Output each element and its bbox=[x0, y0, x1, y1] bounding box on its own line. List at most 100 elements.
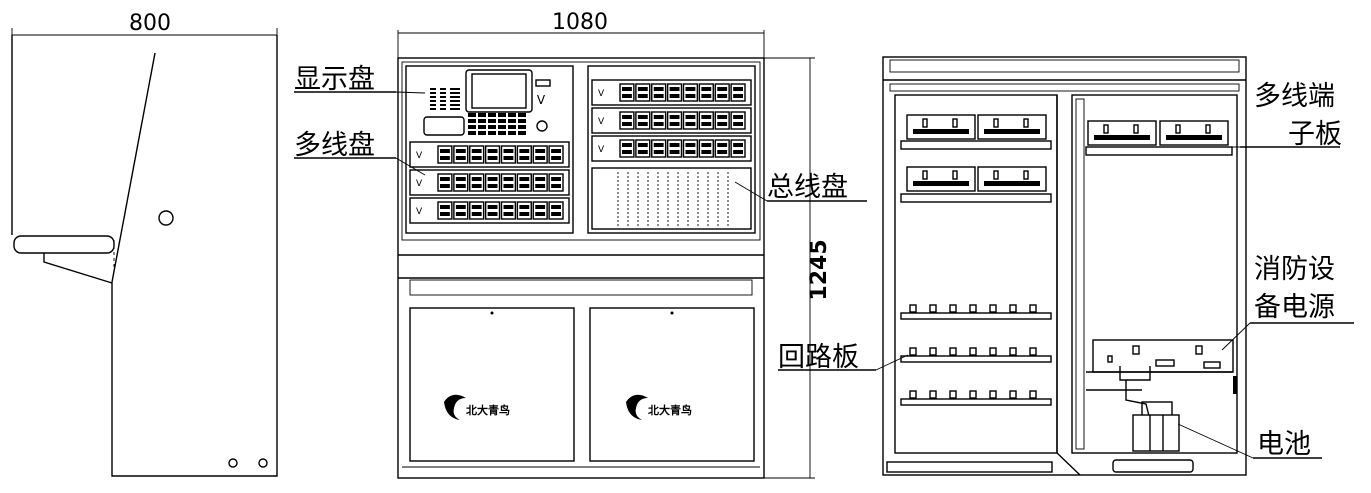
connector bbox=[922, 170, 928, 180]
module-led bbox=[685, 94, 696, 98]
side-bracket bbox=[43, 253, 113, 284]
terminal-board bbox=[977, 114, 1047, 140]
keypad bbox=[468, 113, 526, 135]
loop-board-clip bbox=[909, 347, 917, 356]
connector bbox=[1133, 124, 1139, 134]
loop-board-clip bbox=[989, 390, 997, 399]
module-key bbox=[619, 139, 635, 158]
module-led bbox=[551, 205, 561, 209]
shelf bbox=[900, 193, 1052, 203]
module-key bbox=[698, 83, 714, 102]
module-led bbox=[685, 143, 696, 147]
module-led bbox=[717, 150, 728, 154]
connector bbox=[952, 118, 958, 128]
module-key bbox=[532, 145, 548, 164]
row-label: V bbox=[416, 179, 423, 189]
module-key bbox=[437, 145, 453, 164]
module-led bbox=[519, 149, 530, 153]
loop-board-clip bbox=[929, 304, 937, 313]
shelf bbox=[900, 355, 1052, 363]
module-key bbox=[469, 201, 485, 220]
lcd-frame bbox=[465, 69, 533, 113]
module-led bbox=[637, 122, 648, 126]
row-label: V bbox=[416, 151, 423, 161]
module-led bbox=[519, 205, 530, 209]
shelf bbox=[900, 140, 1052, 150]
module-led bbox=[653, 150, 664, 154]
module-led bbox=[487, 149, 498, 153]
module-key bbox=[437, 173, 453, 192]
module-led bbox=[455, 177, 466, 181]
module-led bbox=[440, 177, 450, 181]
terminal-strip bbox=[984, 129, 1040, 134]
loop-board-clip bbox=[949, 304, 957, 313]
indicator-led bbox=[430, 96, 436, 98]
side-hole bbox=[158, 210, 174, 226]
terminal-board bbox=[906, 166, 976, 192]
keypad-key bbox=[498, 125, 506, 129]
module-key bbox=[651, 111, 667, 130]
module-led bbox=[503, 149, 514, 153]
label-display-panel: 显示盘 bbox=[294, 64, 375, 95]
check-icon: V bbox=[537, 93, 546, 107]
indicator-led bbox=[430, 92, 436, 94]
module-key bbox=[516, 145, 532, 164]
indicator-led bbox=[440, 100, 446, 102]
module-led bbox=[733, 143, 743, 147]
module-led bbox=[503, 205, 514, 209]
module-led bbox=[701, 87, 712, 91]
module-led bbox=[471, 156, 482, 160]
module-key bbox=[651, 83, 667, 102]
speaker-icon bbox=[536, 120, 548, 132]
fire-power-supply bbox=[1092, 339, 1234, 373]
module-key bbox=[635, 111, 651, 130]
module-key bbox=[682, 139, 699, 158]
module-led bbox=[471, 205, 482, 209]
terminal-board bbox=[906, 114, 976, 140]
keypad-key bbox=[488, 113, 496, 117]
brand-logo-right: 北大青鸟 bbox=[626, 394, 692, 420]
module-key bbox=[682, 83, 699, 102]
keypad-key bbox=[468, 113, 476, 117]
indicator-led bbox=[440, 88, 446, 90]
loop-board-clip bbox=[1029, 304, 1037, 313]
module-led bbox=[733, 122, 743, 126]
loop-board-clip bbox=[969, 390, 977, 399]
keypad-key bbox=[488, 131, 496, 135]
terminal-strip bbox=[1166, 135, 1222, 140]
module-led bbox=[717, 143, 728, 147]
module-led bbox=[653, 94, 664, 98]
terminal-board bbox=[977, 166, 1047, 192]
module-led bbox=[535, 205, 546, 209]
keypad-key bbox=[518, 131, 526, 135]
row-label: V bbox=[416, 207, 423, 217]
right-instrument-panel bbox=[587, 65, 756, 234]
module-led bbox=[733, 115, 743, 119]
module-led bbox=[669, 94, 680, 98]
loop-board-clip bbox=[1029, 347, 1037, 356]
module-key bbox=[484, 173, 501, 192]
keypad-key bbox=[518, 125, 526, 129]
keypad-key bbox=[468, 119, 476, 123]
label-terminal-board-line1: 多线端 bbox=[1254, 81, 1335, 112]
module-led bbox=[455, 149, 466, 153]
label-battery: 电池 bbox=[1257, 429, 1311, 460]
module-key bbox=[516, 173, 532, 192]
module-led bbox=[455, 212, 466, 216]
module-led bbox=[487, 177, 498, 181]
module-led bbox=[440, 205, 450, 209]
connector bbox=[1103, 124, 1109, 134]
module-key bbox=[500, 201, 517, 220]
module-key bbox=[666, 139, 683, 158]
module-key bbox=[730, 111, 746, 130]
indicator-led bbox=[430, 100, 436, 102]
label-power-line1: 消防设 bbox=[1254, 254, 1335, 285]
indicator-led bbox=[440, 104, 446, 106]
module-key bbox=[666, 83, 683, 102]
loop-board-clip bbox=[949, 390, 957, 399]
connector bbox=[1175, 124, 1181, 134]
indicator-led bbox=[450, 100, 460, 102]
module-key bbox=[548, 201, 564, 220]
module-led bbox=[653, 115, 664, 119]
indicator-led bbox=[450, 92, 460, 94]
